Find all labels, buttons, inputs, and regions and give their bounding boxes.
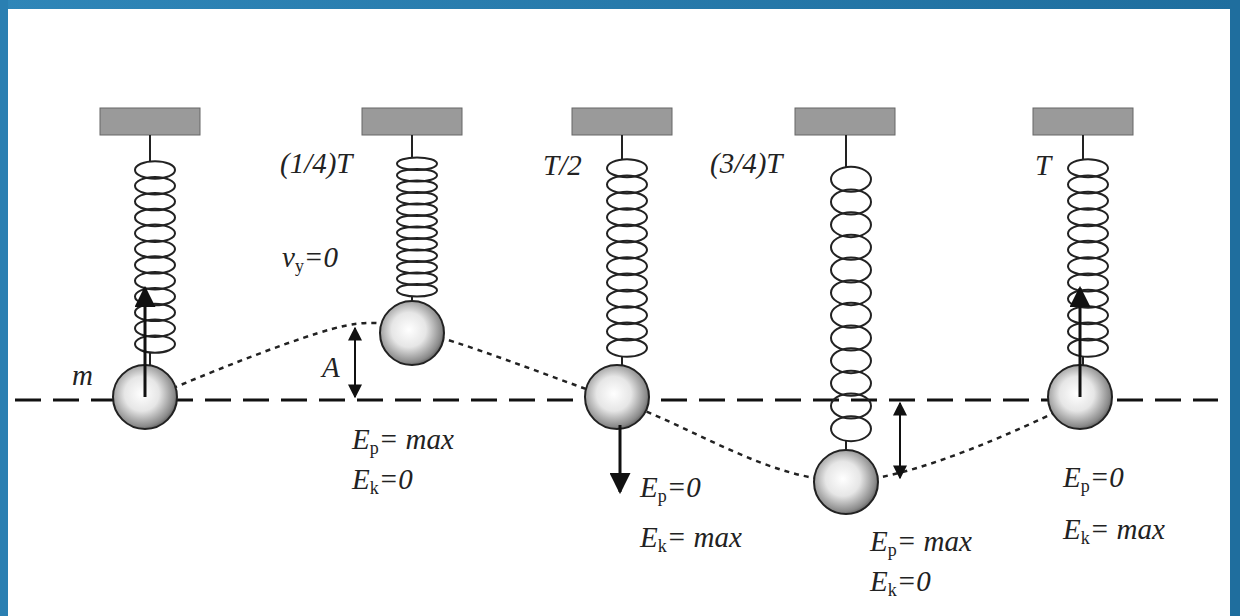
velocity-arrow bbox=[619, 425, 622, 492]
label: T bbox=[1035, 150, 1051, 182]
label: Ep= max bbox=[352, 424, 454, 459]
label: Ek=0 bbox=[870, 566, 931, 601]
spring-coil bbox=[1068, 192, 1108, 210]
spring bbox=[831, 135, 871, 451]
spring-wire bbox=[1082, 135, 1084, 160]
spring-coil bbox=[1068, 290, 1108, 308]
spring bbox=[1068, 135, 1108, 366]
spring-coil bbox=[607, 241, 647, 259]
spring-coil bbox=[1068, 339, 1108, 357]
spring-coil bbox=[1068, 159, 1108, 177]
spring-coil bbox=[607, 274, 647, 292]
label: Ek=0 bbox=[352, 464, 413, 499]
spring-wire bbox=[149, 352, 151, 366]
label: (1/4)T bbox=[280, 148, 353, 180]
spring-coil bbox=[831, 371, 871, 396]
label: Ek= max bbox=[1063, 514, 1165, 549]
spring-coil bbox=[1068, 208, 1108, 226]
spring-coil bbox=[1068, 176, 1108, 194]
spring-coil bbox=[831, 303, 871, 328]
ceiling bbox=[572, 108, 672, 135]
trajectory-curve bbox=[145, 323, 1080, 481]
spring-coil bbox=[831, 416, 871, 441]
spring-coil bbox=[607, 225, 647, 243]
springs bbox=[135, 135, 1108, 451]
label: Ep=0 bbox=[1063, 462, 1124, 497]
spring-coil bbox=[135, 256, 175, 273]
spring-coil bbox=[831, 280, 871, 305]
label: Ep=0 bbox=[640, 472, 701, 507]
spring-coil bbox=[135, 304, 175, 321]
spring-coil bbox=[607, 290, 647, 308]
ceilings bbox=[100, 108, 1133, 135]
spring-coil bbox=[1068, 323, 1108, 341]
spring-coil bbox=[831, 348, 871, 373]
amplitude-arrow bbox=[354, 328, 356, 397]
spring-coil bbox=[831, 212, 871, 237]
velocity-arrow bbox=[1079, 288, 1082, 397]
spring-coil bbox=[607, 323, 647, 341]
spring-wire bbox=[845, 135, 847, 168]
label: Ek= max bbox=[640, 522, 742, 557]
spring-coil bbox=[1068, 241, 1108, 259]
label: vy=0 bbox=[282, 242, 338, 277]
spring-coil bbox=[1068, 257, 1108, 275]
ceiling bbox=[1033, 108, 1133, 135]
label: m bbox=[72, 360, 93, 392]
spring-coil bbox=[1068, 274, 1108, 292]
spring-coil bbox=[135, 320, 175, 337]
spring-coil bbox=[831, 235, 871, 260]
spring-coil bbox=[1068, 306, 1108, 324]
spring-coil bbox=[607, 192, 647, 210]
spring-coil bbox=[607, 176, 647, 194]
spring-coil bbox=[831, 394, 871, 419]
spring-wire bbox=[149, 135, 151, 162]
spring-coil bbox=[607, 257, 647, 275]
frame-bar bbox=[0, 0, 8, 616]
spring bbox=[397, 135, 437, 302]
spring-coil bbox=[397, 284, 437, 297]
spring-coil bbox=[135, 272, 175, 289]
ceiling bbox=[362, 108, 462, 135]
spring-coil bbox=[135, 177, 175, 194]
spring-coil bbox=[831, 258, 871, 283]
spring bbox=[135, 135, 175, 366]
label: A bbox=[322, 352, 340, 384]
spring-coil bbox=[135, 209, 175, 226]
spring-coil bbox=[135, 161, 175, 178]
spring bbox=[607, 135, 647, 366]
spring-coil bbox=[135, 240, 175, 257]
spring-coil bbox=[831, 167, 871, 192]
spring-coil bbox=[135, 225, 175, 242]
label: Ep= max bbox=[870, 526, 972, 561]
ceiling bbox=[795, 108, 895, 135]
spring-coil bbox=[831, 326, 871, 351]
label: (3/4)T bbox=[710, 148, 783, 180]
spring-coil bbox=[1068, 225, 1108, 243]
spring-wire bbox=[411, 135, 413, 158]
spring-coil bbox=[135, 335, 175, 352]
ceiling bbox=[100, 108, 200, 135]
mass-ball bbox=[814, 450, 878, 514]
amplitude-arrow bbox=[899, 403, 901, 478]
frame-bar bbox=[0, 0, 1240, 9]
amplitude-arrows bbox=[355, 328, 900, 478]
spring-coil bbox=[607, 339, 647, 357]
mass-ball bbox=[380, 301, 444, 365]
spring-coil bbox=[135, 288, 175, 305]
spring-wire bbox=[621, 135, 623, 160]
frame-bar bbox=[1230, 0, 1240, 616]
spring-coil bbox=[607, 159, 647, 177]
balls bbox=[113, 301, 1112, 514]
spring-coil bbox=[607, 306, 647, 324]
label: T/2 bbox=[543, 150, 582, 182]
velocity-arrow bbox=[144, 288, 147, 397]
spring-coil bbox=[831, 190, 871, 215]
spring-coil bbox=[135, 193, 175, 210]
mass-ball bbox=[585, 365, 649, 429]
spring-coil bbox=[607, 208, 647, 226]
velocity-arrows bbox=[145, 288, 1080, 492]
